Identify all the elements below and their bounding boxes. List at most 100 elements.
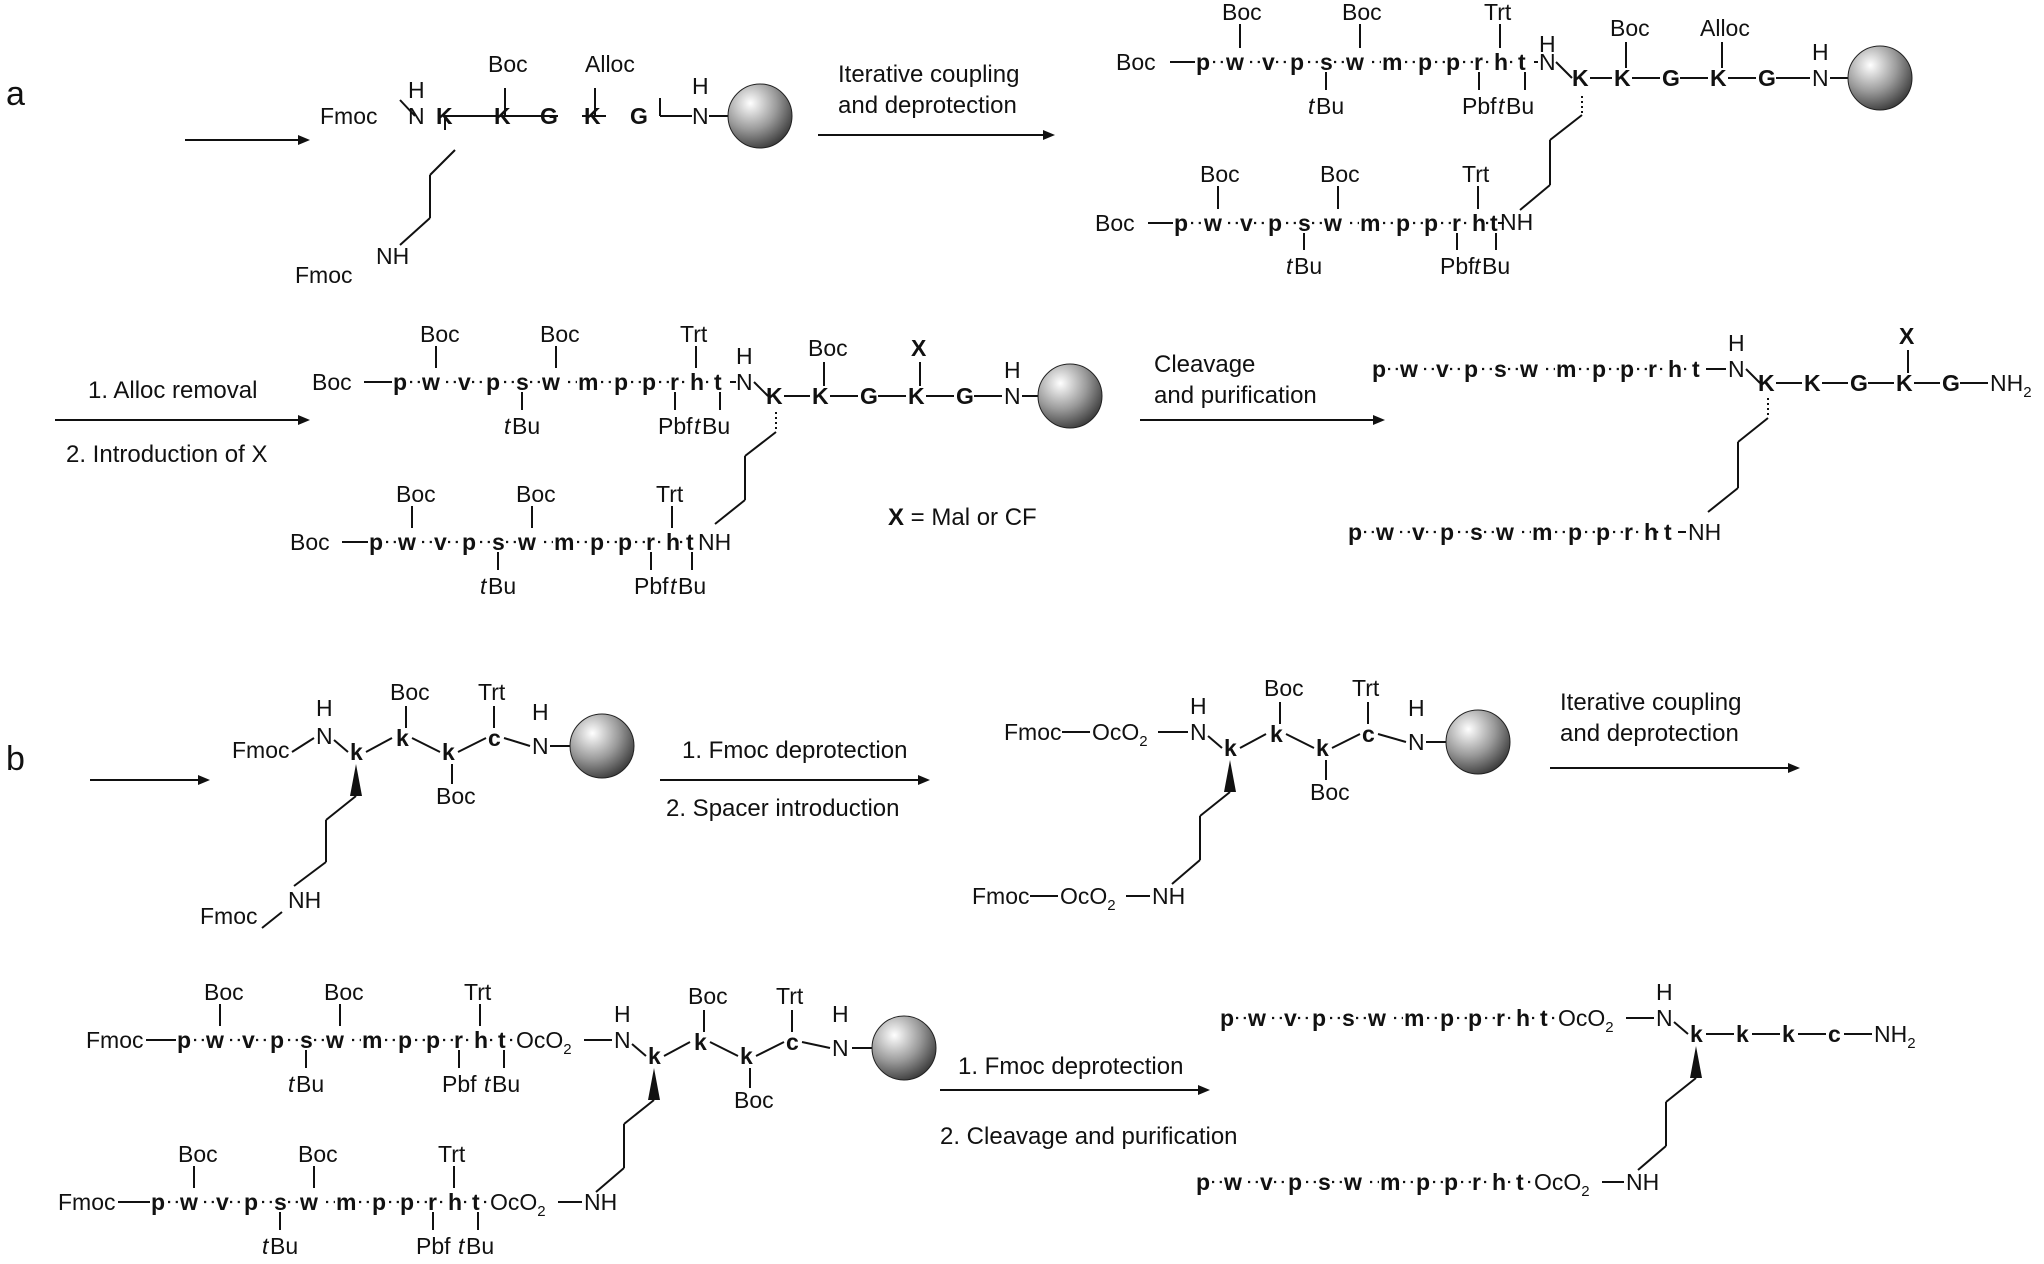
residue-p: p: [1596, 519, 1610, 545]
residue-s: s: [492, 529, 505, 555]
trt-label: Trt: [680, 321, 708, 347]
residue-v: v: [1262, 49, 1275, 75]
arrow-a3-line2: and purification: [1154, 382, 1317, 409]
arrow-a2: 1. Alloc removal 2. Introduction of X: [55, 377, 310, 468]
n-label: N: [692, 103, 709, 129]
boc-label: Boc: [1610, 15, 1650, 41]
residue-t: t: [1490, 210, 1498, 236]
residue-s: s: [1494, 356, 1507, 382]
residue-k: k: [1736, 1021, 1749, 1047]
residue-w: w: [1399, 356, 1418, 382]
residue-r: r: [1452, 210, 1461, 236]
svg-text:X = Mal or CF: X = Mal or CF: [888, 504, 1037, 531]
residue-c: c: [1362, 721, 1375, 747]
residue-G: G: [1758, 65, 1776, 91]
residue-s: s: [1318, 1169, 1331, 1195]
tbu-bu: Bu: [1294, 253, 1322, 279]
fmoc-label: Fmoc: [1004, 719, 1062, 745]
tbu-bu: Bu: [466, 1233, 494, 1259]
h-label: H: [692, 73, 709, 99]
residue-w: w: [325, 1027, 344, 1053]
residue-t: t: [472, 1189, 480, 1215]
tbu-t: t: [694, 413, 702, 439]
residue-K: K: [436, 103, 453, 129]
residue-r: r: [1648, 356, 1657, 382]
boc-label: Boc: [312, 369, 352, 395]
residue-r: r: [1496, 1005, 1505, 1031]
residue-p: p: [1464, 356, 1478, 382]
h-label: H: [1190, 693, 1207, 719]
fmoc-label: Fmoc: [86, 1027, 144, 1053]
boc-label: Boc: [204, 979, 244, 1005]
arrow-b3: 1. Fmoc deprotection 2. Cleavage and pur…: [940, 1053, 1238, 1150]
residue-p: p: [372, 1189, 386, 1215]
nh-label: NH: [1688, 519, 1721, 545]
residue-K: K: [1758, 370, 1775, 396]
residue-k: k: [1224, 735, 1237, 761]
boc-label: Boc: [1095, 210, 1135, 236]
residue-t: t: [1540, 1005, 1548, 1031]
arrow-a2-line2: 2. Introduction of X: [66, 441, 267, 468]
resin-bead-icon: [727, 83, 793, 149]
residue-K: K: [1614, 65, 1631, 91]
residue-c: c: [488, 725, 501, 751]
residue-p: p: [369, 529, 383, 555]
residue-w: w: [1367, 1005, 1386, 1031]
fmoc-label: Fmoc: [320, 103, 378, 129]
tbu-t: t: [504, 413, 512, 439]
residue-K: K: [494, 103, 511, 129]
tbu-t: t: [484, 1071, 492, 1097]
tbu-bu: Bu: [492, 1071, 520, 1097]
residue-K: K: [584, 103, 601, 129]
residue-p: p: [1174, 210, 1188, 236]
arrow-b1-line1: 1. Fmoc deprotection: [682, 737, 907, 764]
trt-label: Trt: [478, 679, 506, 705]
residue-v: v: [1240, 210, 1253, 236]
arrow-b1-line2: 2. Spacer introduction: [666, 795, 899, 822]
tbu-t: t: [1308, 93, 1316, 119]
residue-m: m: [1404, 1005, 1424, 1031]
residue-s: s: [1320, 49, 1333, 75]
arrow-b3-line2: 2. Cleavage and purification: [940, 1123, 1238, 1150]
oco2-label: OcO2: [1060, 883, 1116, 914]
arrow-b2-line2: and deprotection: [1560, 720, 1739, 747]
structure-b2: Fmoc OcO2 H N k k Boc k Boc c Trt H N Fm…: [972, 675, 1511, 914]
residue-t: t: [1664, 519, 1672, 545]
residue-p: p: [1196, 49, 1210, 75]
residue-k: k: [1782, 1021, 1795, 1047]
oco2-label: OcO2: [516, 1027, 572, 1058]
residue-K: K: [908, 383, 925, 409]
pbf-label: Pbf: [634, 573, 669, 599]
h-label: H: [1728, 330, 1745, 356]
residue-p: p: [614, 369, 628, 395]
residue-s: s: [1298, 210, 1311, 236]
residue-p: p: [1592, 356, 1606, 382]
tbu-bu: Bu: [512, 413, 540, 439]
tbu-bu: Bu: [678, 573, 706, 599]
h-label: H: [1812, 39, 1829, 65]
residue-k: k: [1270, 721, 1283, 747]
trt-label: Trt: [438, 1141, 466, 1167]
boc-label: Boc: [290, 529, 330, 555]
nh-label: NH: [584, 1189, 617, 1215]
residue-p: p: [1440, 519, 1454, 545]
residue-s: s: [274, 1189, 287, 1215]
fmoc-label: Fmoc: [200, 903, 258, 929]
residue-m: m: [578, 369, 598, 395]
boc-label: Boc: [734, 1087, 774, 1113]
residue-m: m: [1380, 1169, 1400, 1195]
residue-p: p: [1372, 356, 1386, 382]
residue-h: h: [690, 369, 704, 395]
tbu-t: t: [1474, 253, 1482, 279]
boc-label: Boc: [540, 321, 580, 347]
residue-m: m: [1382, 49, 1402, 75]
boc-label: Boc: [324, 979, 364, 1005]
nh-label: NH: [288, 887, 321, 913]
residue-k: k: [350, 739, 363, 765]
h-label: H: [532, 699, 549, 725]
x-definition-text: = Mal or CF: [904, 504, 1037, 531]
residue-K: K: [812, 383, 829, 409]
residue-t: t: [1516, 1169, 1524, 1195]
residue-r: r: [428, 1189, 437, 1215]
residue-m: m: [1532, 519, 1552, 545]
